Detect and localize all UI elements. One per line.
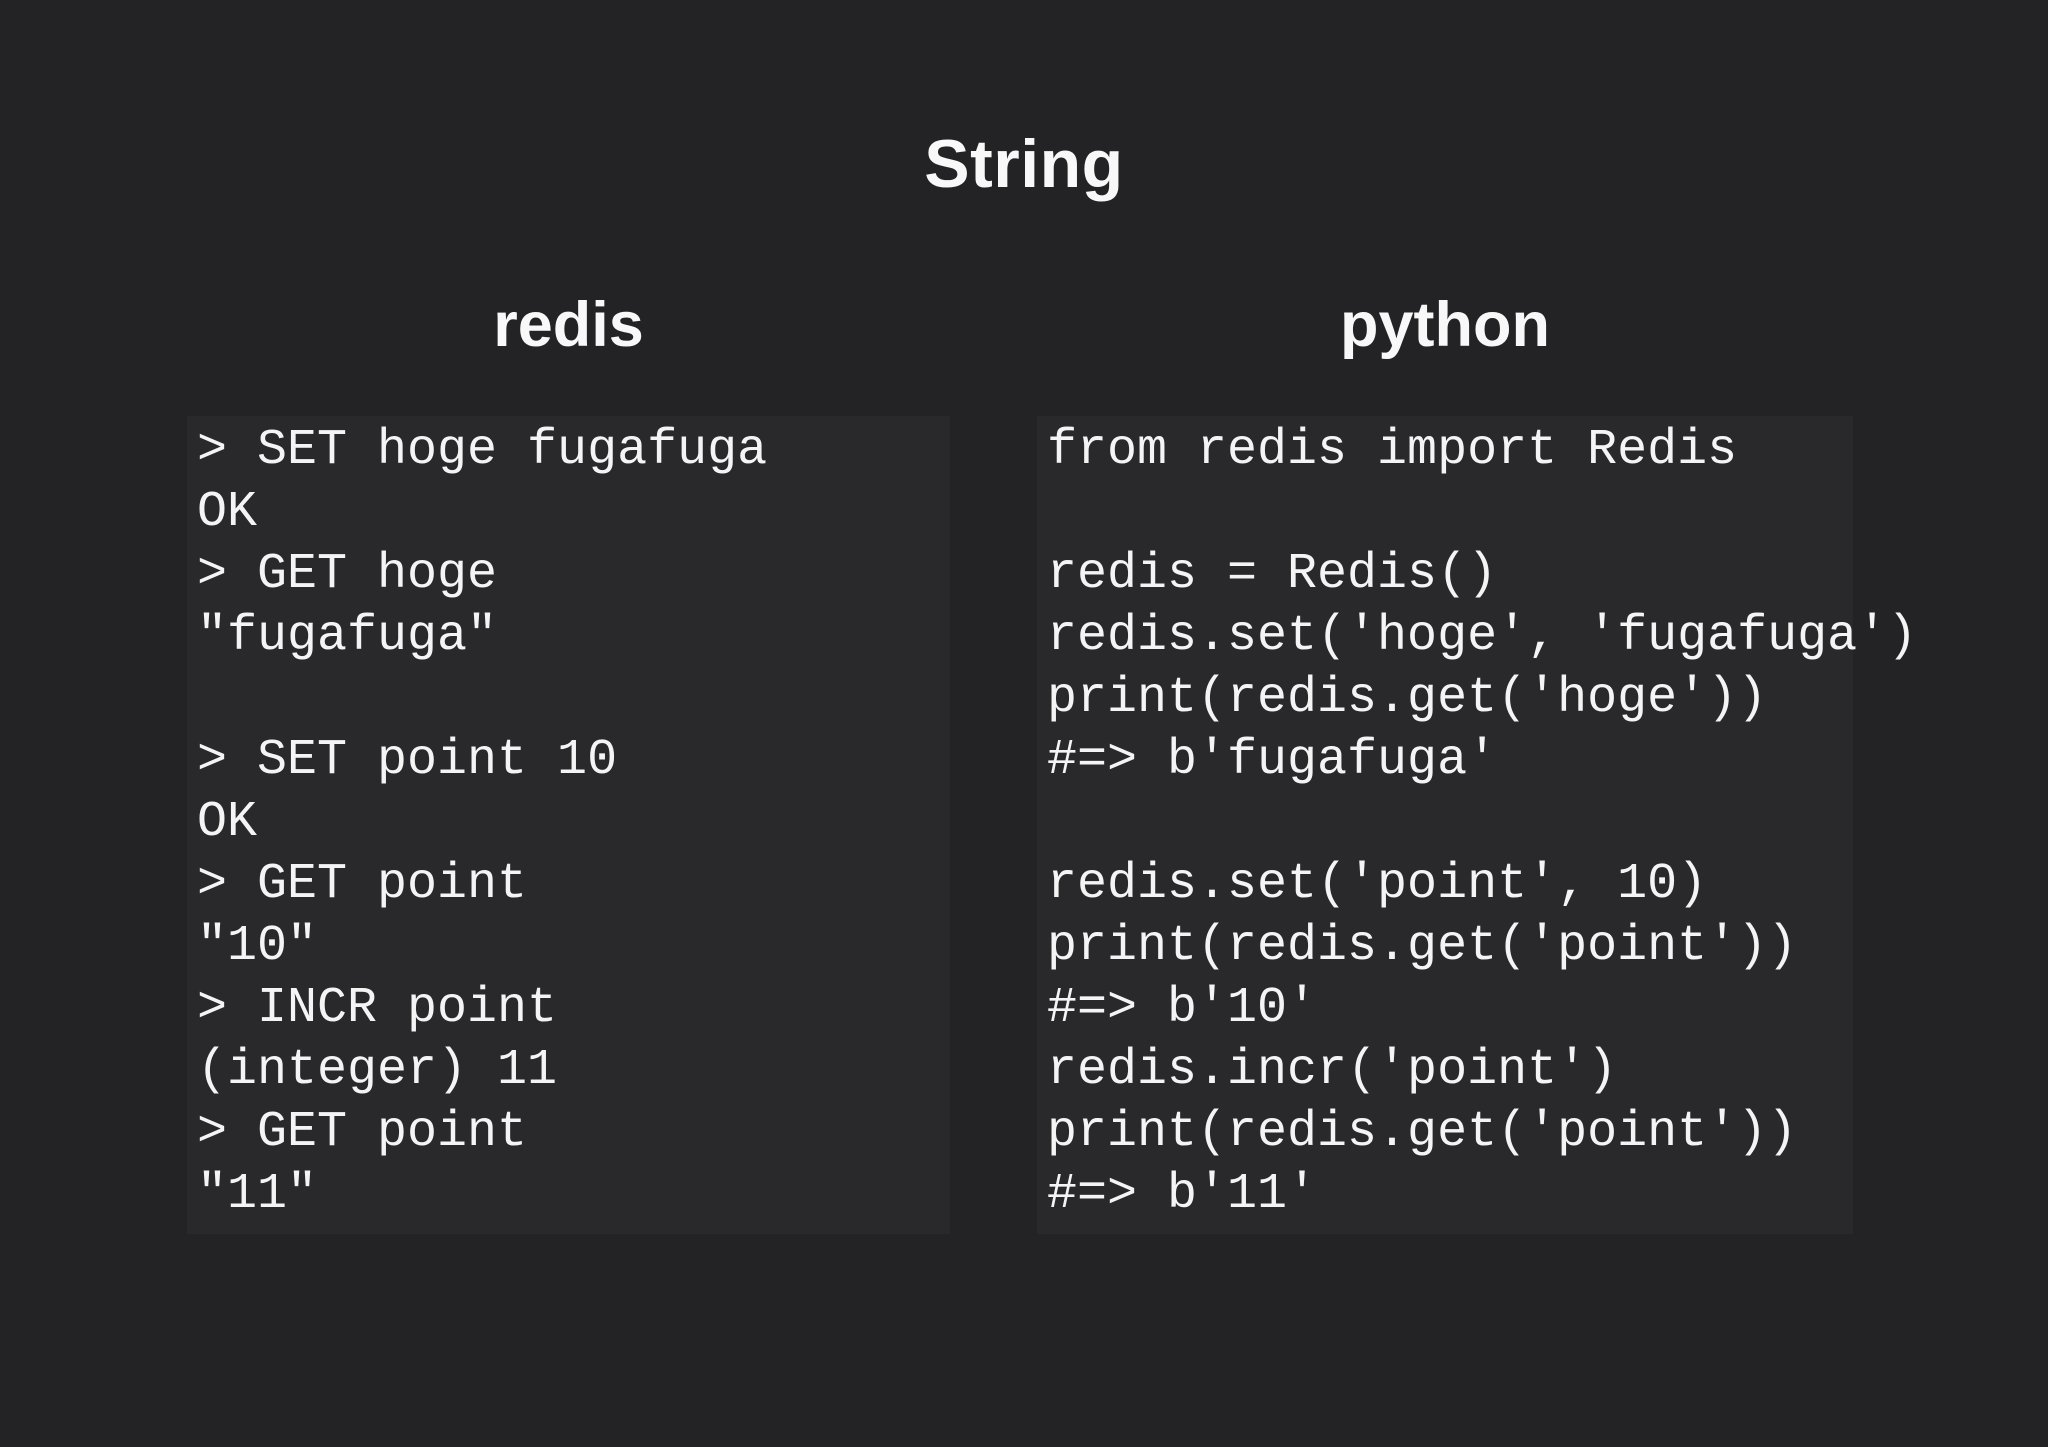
redis-column: redis > SET hoge fugafuga OK > GET hoge … bbox=[187, 198, 950, 1234]
python-column: python from redis import Redis redis = R… bbox=[1037, 198, 1917, 1234]
page-title: String bbox=[924, 126, 1124, 202]
python-code-block: from redis import Redis redis = Redis() … bbox=[1037, 416, 1917, 1234]
python-column-header: python bbox=[1340, 290, 1550, 360]
redis-code-block: > SET hoge fugafuga OK > GET hoge "fugaf… bbox=[187, 416, 950, 1234]
redis-column-header: redis bbox=[493, 290, 644, 360]
comparison-columns: redis > SET hoge fugafuga OK > GET hoge … bbox=[0, 198, 2048, 1234]
